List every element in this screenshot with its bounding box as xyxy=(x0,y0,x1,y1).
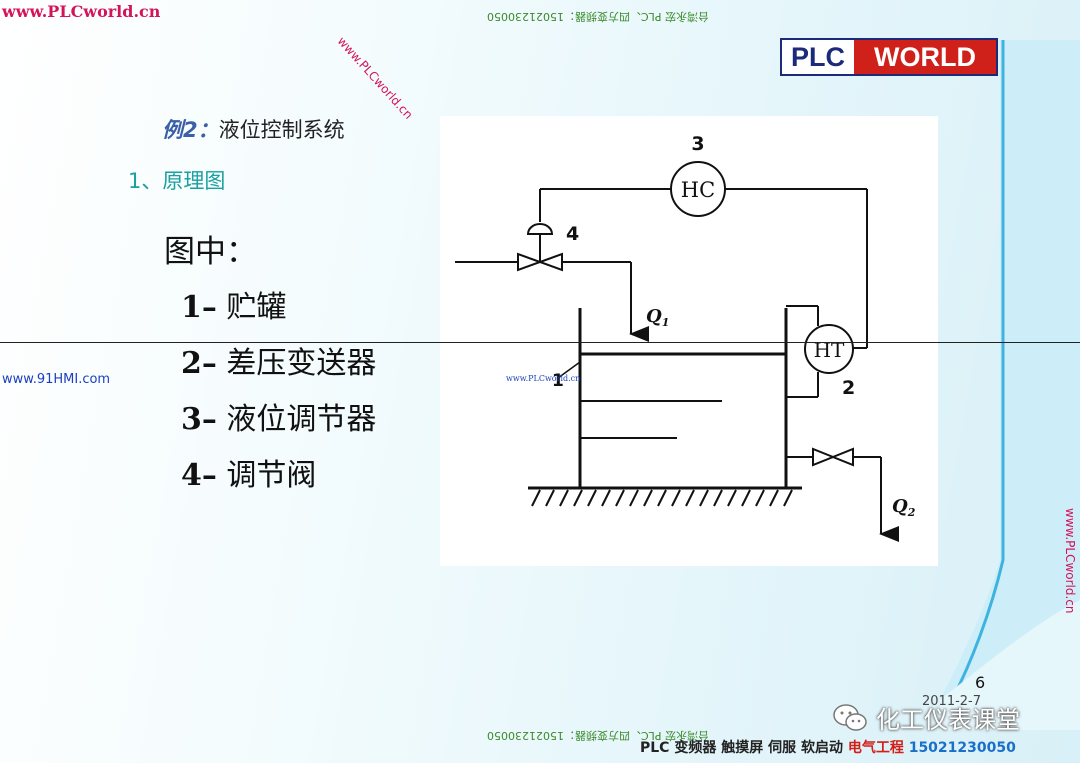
watermark-top: 台湾永宏 PLC、四方变频器：15021230050 xyxy=(487,10,709,23)
legend-text: 贮罐 xyxy=(226,290,287,325)
legend-item: 1– 贮罐 xyxy=(181,282,286,326)
example-text: 液位控制系统 xyxy=(218,118,345,142)
legend-text: 差压变送器 xyxy=(226,346,377,381)
legend-item: 2– 差压变送器 xyxy=(181,338,376,382)
ground-hatching xyxy=(531,489,793,507)
section-title: 1、原理图 xyxy=(128,169,226,193)
controller-circle xyxy=(670,161,726,217)
legend-num: 3– xyxy=(181,402,217,437)
tank-leader xyxy=(557,361,581,379)
legend-item: 3– 液位调节器 xyxy=(181,394,376,438)
control-valve-icon xyxy=(517,223,563,272)
label-number: 3 xyxy=(691,133,704,155)
diagram-svg: HC HT 3 4 2 1 Q1 Q2 www.PLCworld.cn xyxy=(455,133,916,542)
wechat-watermark: 化工仪表课堂 xyxy=(832,700,1020,735)
label-number: 4 xyxy=(566,223,579,245)
legend-heading: 图中： xyxy=(164,234,257,270)
logo-world: WORLD xyxy=(854,40,996,74)
flow-label-q2: Q2 xyxy=(892,496,916,519)
legend-num: 4– xyxy=(181,458,217,493)
transmitter-circle xyxy=(804,324,854,374)
legend-item: 4– 调节阀 xyxy=(181,450,316,494)
legend-num: 2– xyxy=(181,346,217,381)
diagram-watermark: www.PLCworld.cn xyxy=(506,374,580,383)
footer-phone: 15021230050 xyxy=(908,740,1016,756)
watermark-right: www.PLCworld.cn xyxy=(1063,508,1077,614)
level-control-diagram: HC HT 3 4 2 1 Q1 Q2 www.PLCworld.cn xyxy=(440,116,938,566)
footer-products: PLC 变频器 触摸屏 伺服 软启动 xyxy=(640,740,848,756)
footer-bar: PLC 变频器 触摸屏 伺服 软启动 电气工程 15021230050 xyxy=(640,737,1016,757)
slide-number: 6 xyxy=(975,673,986,692)
legend-num: 1– xyxy=(181,290,217,325)
label-number: 2 xyxy=(842,377,855,399)
controller-label: HC xyxy=(681,178,715,202)
wechat-name: 化工仪表课堂 xyxy=(876,706,1020,734)
divider-line xyxy=(0,342,1080,343)
example-title: 例2：液位控制系统 xyxy=(162,114,345,144)
watermark-url: www.PLCworld.cn xyxy=(2,2,161,21)
watermark-left: www.91HMI.com xyxy=(2,372,111,387)
plcworld-logo: PLC WORLD xyxy=(780,38,998,76)
legend-text: 调节阀 xyxy=(226,458,317,493)
legend-text: 液位调节器 xyxy=(226,402,377,437)
footer-electrical: 电气工程 xyxy=(847,740,904,756)
logo-plc: PLC xyxy=(782,40,854,74)
label-number: 1 xyxy=(552,371,564,391)
outlet-valve-icon xyxy=(812,447,854,467)
wechat-icon xyxy=(833,703,867,731)
example-label: 例2： xyxy=(162,118,219,142)
slide-date: 2011-2-7 xyxy=(922,694,982,709)
flow-label-q1: Q1 xyxy=(646,306,669,329)
